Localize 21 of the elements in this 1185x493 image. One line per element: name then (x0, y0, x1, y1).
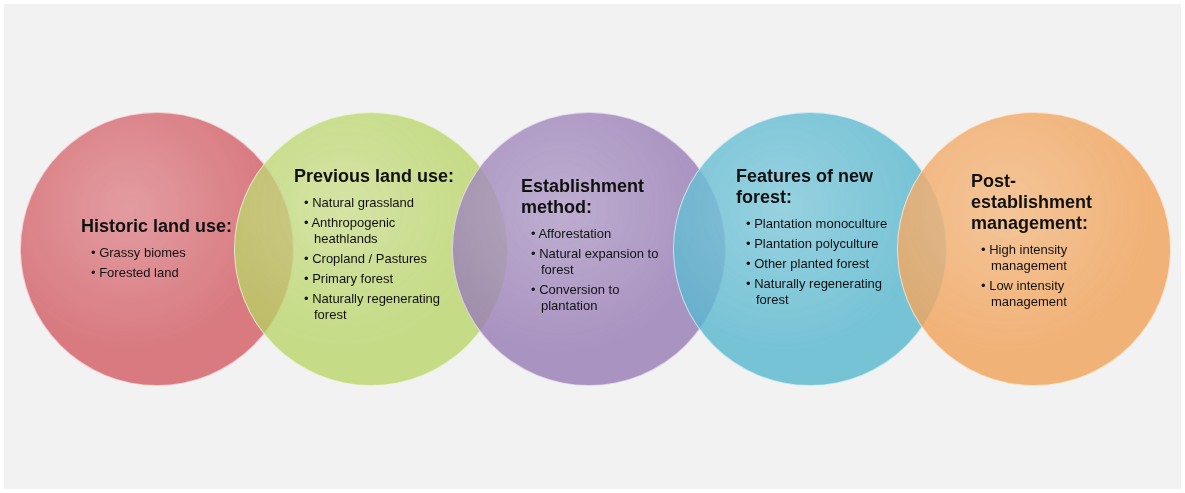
heading: Post-establishment management: (971, 171, 1094, 234)
bullet-item: • Naturally regenerating forest (304, 291, 442, 323)
heading: Features of new forest: (736, 166, 875, 208)
bullet-item: • Natural grassland (304, 195, 416, 211)
bullet-item: • Other planted forest (746, 256, 871, 272)
heading: Historic land use: (81, 216, 234, 237)
bullet-item: • Cropland / Pastures (304, 251, 429, 267)
heading: Previous land use: (294, 166, 456, 187)
bullet-item: • Natural expansion to forest (531, 246, 660, 278)
bullet-item: • Forested land (91, 265, 180, 281)
bullet-item: • Plantation monoculture (746, 216, 889, 232)
bullet-item: • Naturally regenerating forest (746, 276, 884, 308)
bullet-item: • Plantation polyculture (746, 236, 880, 252)
bullet-item: • Anthropogenic heathlands (304, 215, 397, 247)
bullet-item: • Afforestation (531, 226, 613, 242)
heading: Establishment method: (521, 176, 646, 218)
bullet-item: • Low intensity management (981, 278, 1068, 310)
bullet-item: • Grassy biomes (91, 245, 187, 261)
bullet-item: • Primary forest (304, 271, 395, 287)
bullet-item: • Conversion to plantation (531, 282, 621, 314)
bullet-item: • High intensity management (981, 242, 1069, 274)
